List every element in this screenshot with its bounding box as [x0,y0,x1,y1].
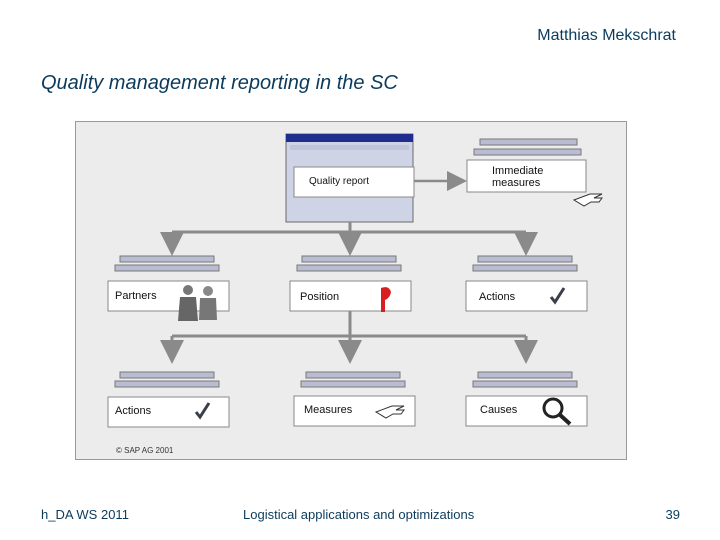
pointing-hand-icon [572,193,603,207]
position-stack [289,255,412,312]
causes-stack [465,371,588,427]
actions-stack-level1 [465,255,588,312]
actions-label-level2: Actions [115,405,152,417]
position-label: Position [300,291,340,303]
actions-label-level1: Actions [479,291,516,303]
copyright-text: © SAP AG 2001 [116,446,174,455]
partners-people-icon [178,285,217,321]
checkmark-icon [549,287,566,305]
quality-report-window [285,133,415,223]
measures-stack [293,371,416,427]
actions-stack-level2 [107,371,230,428]
immediate-measures-label: Immediate measures [492,165,544,189]
pointing-hand-icon [374,405,405,419]
magnifier-icon [542,397,572,426]
measures-label: Measures [304,404,353,416]
footer-course: h_DA WS 2011 [41,507,129,522]
quality-report-label: Quality report [309,176,370,187]
diagram-graphics [107,133,603,428]
immediate-measures-stack [466,138,587,193]
sc-diagram: Quality report Immediate measures Partne… [75,121,627,460]
slide-title: Quality management reporting in the SC [41,72,398,94]
checkmark-icon [194,402,211,420]
causes-label: Causes [480,404,518,416]
partners-label: Partners [115,290,157,302]
position-marker-icon [381,287,391,312]
page-number: 39 [665,507,680,522]
author-name: Matthias Mekschrat [537,27,676,44]
footer-subject: Logistical applications and optimization… [243,507,475,522]
